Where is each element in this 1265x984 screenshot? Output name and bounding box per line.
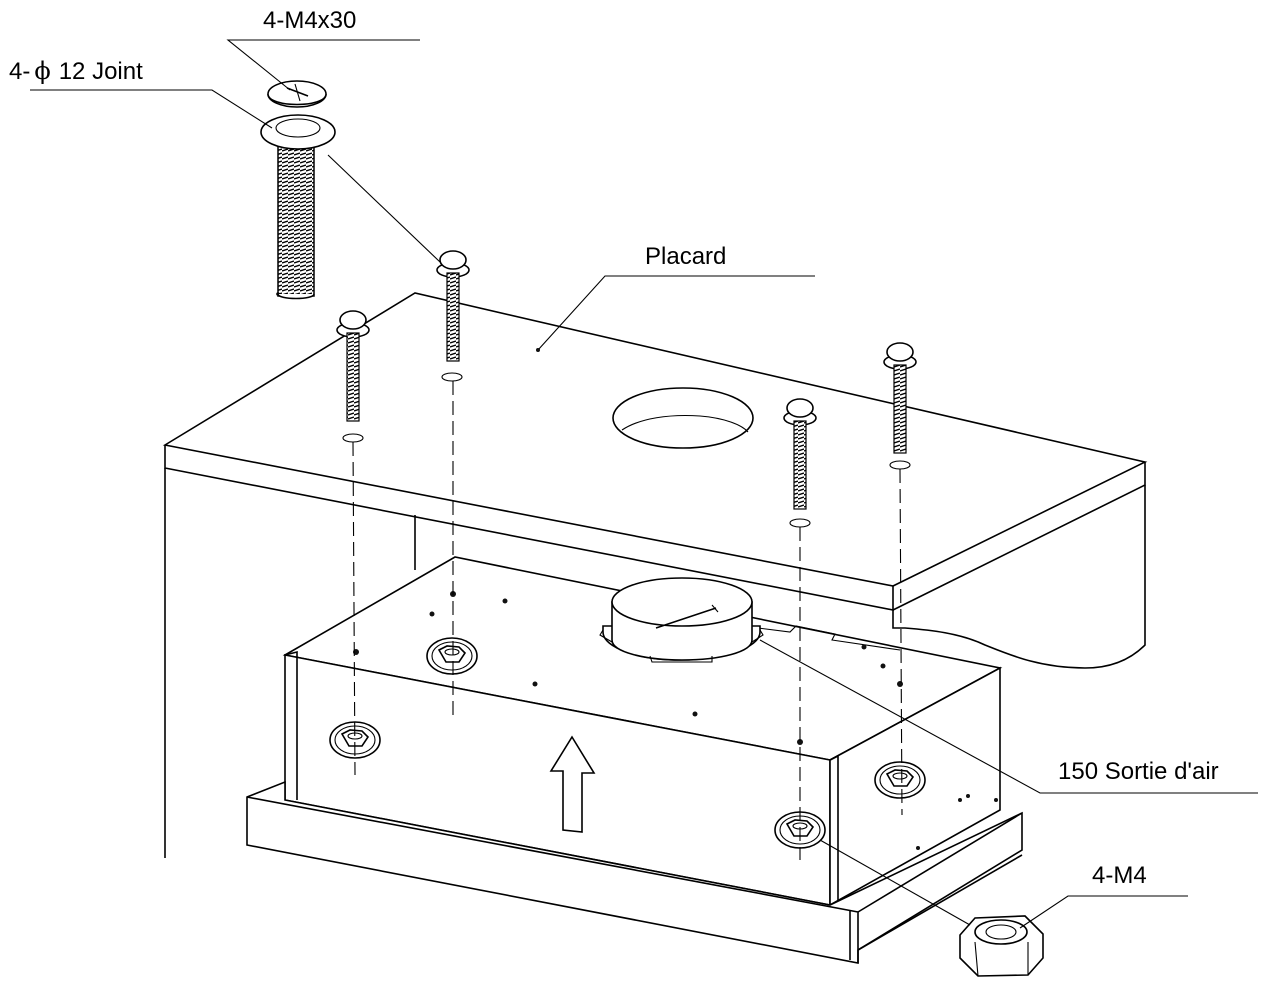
alignment-lines [352,381,903,860]
screw-2 [436,250,470,362]
hood-nut-front-left [329,721,381,759]
air-outlet-collar [599,577,764,663]
nut-detail-enlarged [959,915,1044,977]
leader-lines [30,39,1258,929]
duct-hole [612,387,754,449]
screw-detail-enlarged [260,80,336,300]
label-air-outlet: 150 Sortie d'air [1058,758,1219,785]
hood-nut-back-right [874,761,926,799]
label-washer-prefix: 4- [9,58,31,85]
label-washer-rest: 12 Joint [58,58,143,85]
hood-front-panel [246,780,1023,964]
label-screw: 4-M4x30 [263,7,357,34]
label-cabinet: Placard [645,243,727,270]
hood-nut-back-left [426,637,478,675]
screw-1 [336,310,370,422]
label-nut: 4-M4 [1092,862,1147,889]
screw-4 [883,342,917,454]
up-arrow-icon [549,735,596,833]
screw-3 [783,398,817,510]
phi-symbol: ϕ [34,57,51,85]
label-washer: 4-ϕ 12 Joint [9,59,143,84]
